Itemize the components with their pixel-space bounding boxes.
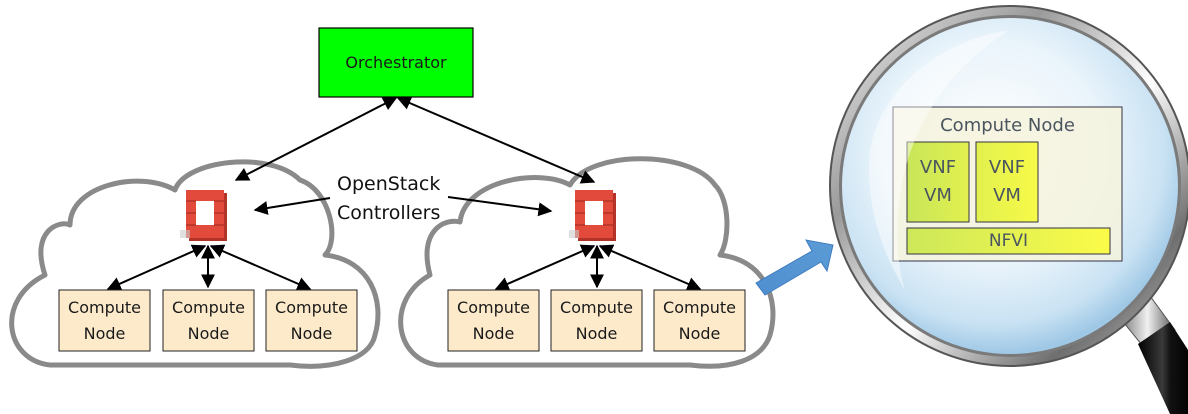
controllers-label: OpenStack Controllers [337, 170, 440, 228]
compute-node-box [653, 289, 746, 352]
edge-orchestrator-controller-right [396, 96, 596, 184]
controllers-label-line1: OpenStack [337, 173, 441, 195]
edge-controller-node [598, 244, 702, 291]
vnf-vm-box [975, 141, 1039, 223]
pointer-controller-right [447, 196, 553, 217]
edge-controller-node [106, 244, 207, 291]
compute-node-box [265, 289, 358, 352]
compute-node-box [58, 289, 151, 352]
edge-controller-node [209, 244, 312, 291]
compute-node-box [550, 289, 643, 352]
pointer-controller-left [253, 197, 331, 215]
compute-node-box [162, 289, 255, 352]
orchestrator-box [318, 27, 474, 98]
nfvi-box [906, 227, 1111, 255]
compute-node-box [447, 289, 540, 352]
edge-controller-node [494, 244, 596, 291]
openstack-logo-icon [179, 189, 228, 242]
edge-orchestrator-controller-left [234, 97, 398, 181]
openstack-logo-icon [568, 189, 617, 242]
vnf-vm-box [906, 141, 970, 223]
zoom-arrow-icon [755, 239, 834, 296]
controllers-label-line2: Controllers [337, 202, 441, 224]
